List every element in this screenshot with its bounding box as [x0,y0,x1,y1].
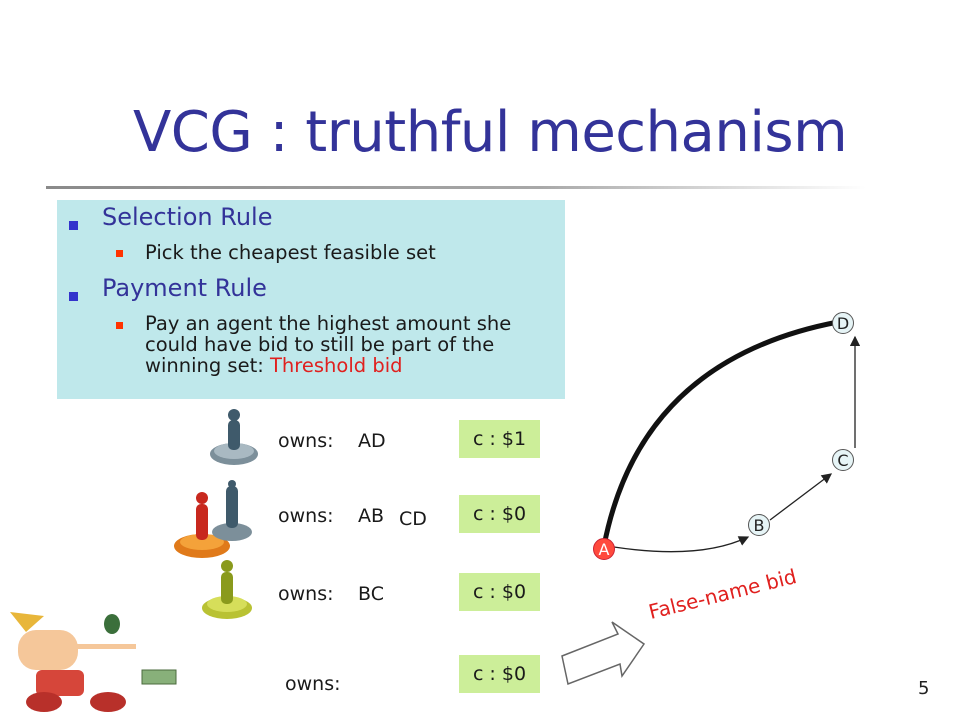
agent-1-owns-label: owns: [278,430,334,452]
sub-bullet-icon [116,322,123,329]
node-b: B [748,514,770,536]
agent-3-cost: c : $0 [459,573,540,611]
agent-2-owns-label: owns: [278,505,334,527]
page-number: 5 [918,678,930,699]
payment-rule-heading: Payment Rule [102,274,267,302]
agent-1-cost: c : $1 [459,420,540,458]
bullet-icon [69,221,78,230]
agent-2-owns-extra: CD [399,508,427,530]
edge-a-d [601,319,839,547]
payment-rule-detail: Pay an agent the highest amount she coul… [145,313,555,376]
agent-2-cost: c : $0 [459,495,540,533]
arrow-right-icon [561,621,646,686]
agent-4-owns-label: owns: [285,673,341,695]
agent-3-owns-label: owns: [278,583,334,605]
node-a: A [593,538,615,560]
agent-2-owns-value: AB [358,505,385,527]
edge-a-b [613,536,750,553]
agent-3-owns-value: BC [358,583,384,605]
pinocchio-illustration [10,612,177,712]
agent-1-owns-value: AD [358,430,386,452]
selection-rule-heading: Selection Rule [102,203,273,231]
bullet-icon [69,292,78,301]
threshold-bid-text: Threshold bid [270,354,403,377]
slide-title: VCG : truthful mechanism [133,100,848,165]
edge-b-c [769,473,833,521]
agent-figure-icon [210,409,258,465]
title-divider [46,186,866,189]
selection-rule-detail: Pick the cheapest feasible set [145,241,436,264]
agent-figure-icon [174,480,252,558]
agent-figure-icon [202,560,252,619]
agent-4-cost: c : $0 [459,655,540,693]
rules-box: Selection Rule Pick the cheapest feasibl… [57,200,565,399]
node-c: C [832,449,854,471]
payment-rule-text: Pay an agent the highest amount she coul… [145,312,512,377]
sub-bullet-icon [116,250,123,257]
node-d: D [832,312,854,334]
